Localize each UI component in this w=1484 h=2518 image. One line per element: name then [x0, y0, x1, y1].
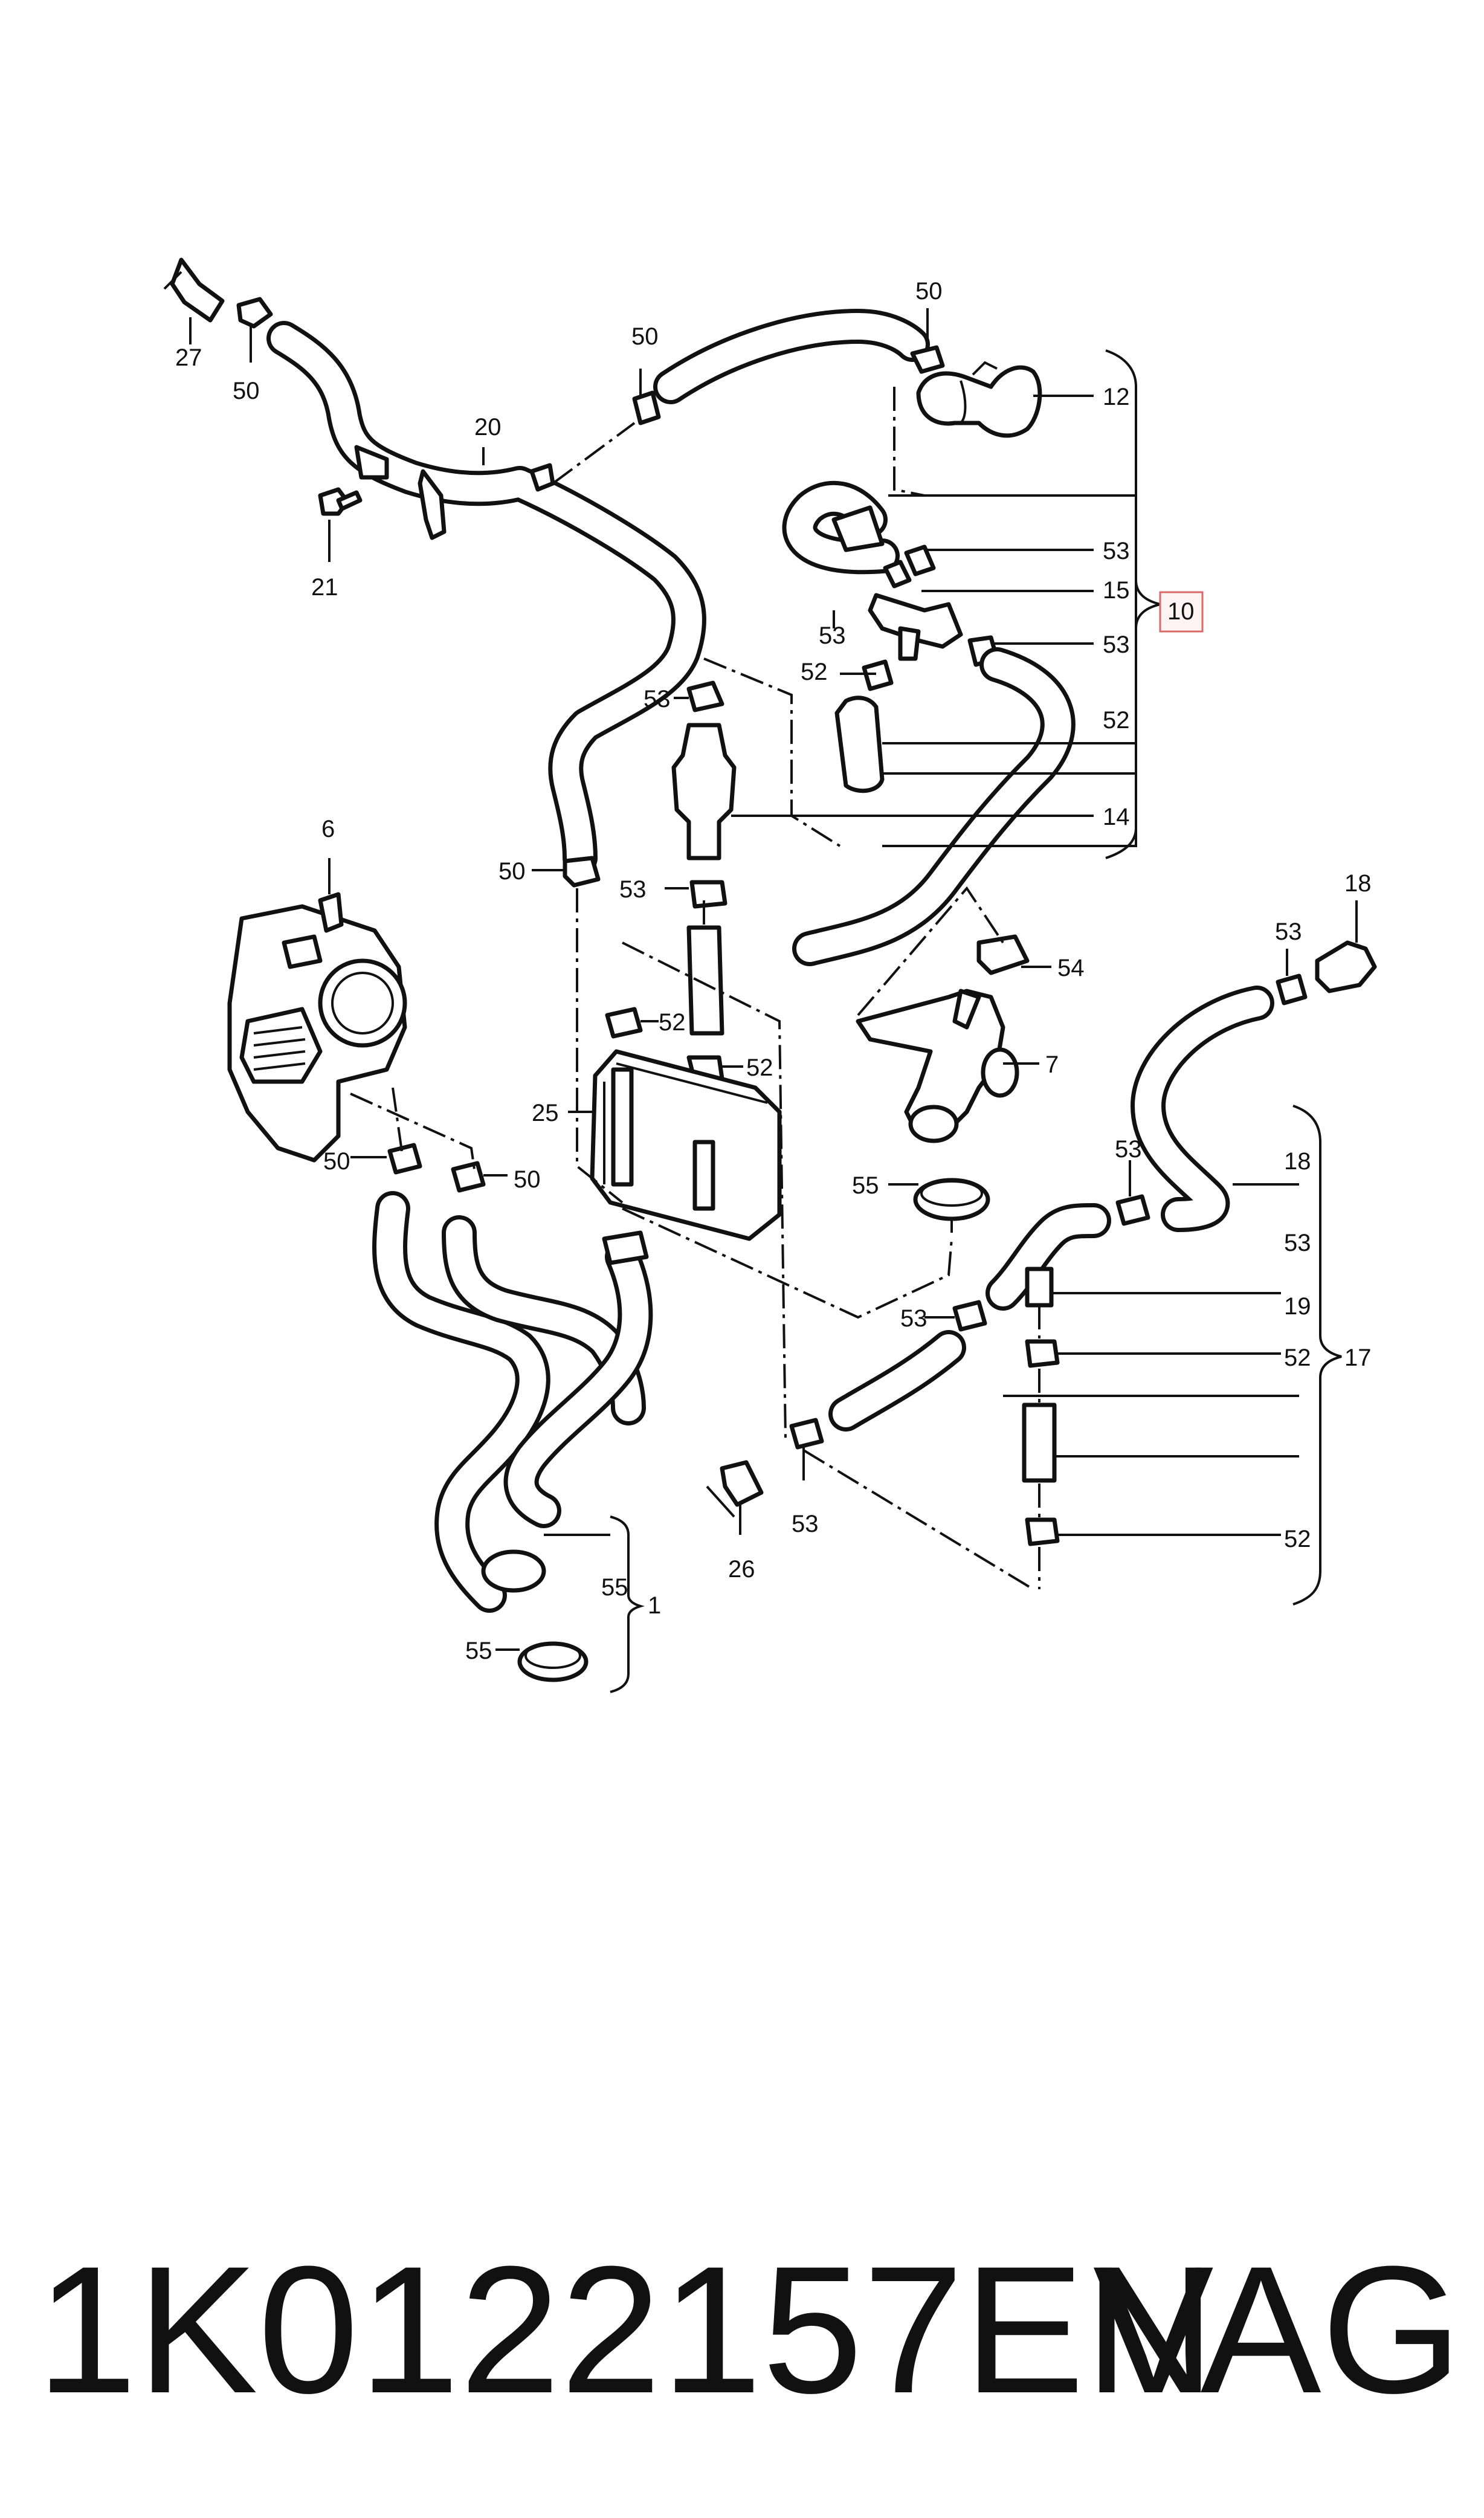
- callout-50: 50: [514, 1166, 541, 1193]
- callout-50: 50: [498, 858, 526, 885]
- callout-10-box: [1159, 591, 1204, 633]
- callout-53: 53: [900, 1305, 928, 1332]
- callout-53: 53: [792, 1511, 819, 1537]
- callout-17: 17: [1344, 1345, 1372, 1371]
- callout-26: 26: [728, 1556, 755, 1583]
- callout-27: 27: [175, 344, 202, 371]
- callout-50: 50: [915, 278, 943, 305]
- part-6-throttle-body: [227, 892, 407, 1163]
- part-21-bolt: [318, 487, 363, 516]
- callout-54: 54: [1057, 955, 1085, 981]
- part-52-right-clamps: [1022, 1339, 1060, 1546]
- callout-55: 55: [465, 1638, 492, 1664]
- callout-53: 53: [1103, 538, 1130, 564]
- part-7-flange: [856, 989, 1019, 1143]
- catalog-footer: 1K0122157EN VAG: [36, 2230, 1474, 2429]
- clamp-55-bottom: [517, 1641, 589, 1682]
- callout-53: 53: [1115, 1136, 1142, 1163]
- callout-52: 52: [1103, 707, 1130, 734]
- callout-52: 52: [746, 1054, 773, 1081]
- part-12-elbow: [916, 361, 1042, 438]
- part-52-small-hose: [834, 659, 894, 793]
- callout-53: 53: [819, 622, 846, 649]
- callout-6: 6: [321, 816, 335, 842]
- part-54-clamp: [976, 934, 1030, 975]
- part-number: 1K0122157EN: [36, 2228, 1216, 2431]
- part-15-tee-hose: [782, 480, 999, 667]
- callout-18: 18: [1344, 870, 1372, 897]
- part-26-bolt: [706, 1460, 764, 1518]
- callout-1: 1: [648, 1592, 661, 1619]
- callout-21: 21: [311, 574, 338, 601]
- callout-18: 18: [1284, 1148, 1311, 1175]
- callout-53: 53: [619, 876, 647, 903]
- callout-53: 53: [644, 686, 671, 712]
- callout-50: 50: [631, 323, 659, 350]
- clamp-50-top-left: [236, 297, 273, 329]
- callout-52: 52: [1284, 1345, 1311, 1371]
- part-18-hose-right: [1115, 940, 1377, 1232]
- callout-labels: 27 50 20 21 50 50 12 53 15 53 53 52 52 5…: [175, 278, 1372, 1664]
- callout-52: 52: [1284, 1526, 1311, 1552]
- callout-53: 53: [1103, 631, 1130, 658]
- upper-hose-to-12: [632, 309, 945, 425]
- clamp-50-pipe-lower: [563, 856, 601, 888]
- part-1-lower-hose: [372, 1191, 653, 1613]
- callout-10: 10: [1167, 598, 1195, 625]
- part-53-large-hose: [792, 647, 1076, 966]
- callout-53: 53: [1275, 918, 1302, 945]
- callout-14: 14: [1103, 804, 1130, 830]
- callout-12: 12: [1103, 384, 1130, 410]
- clamp-53-bottom-center: [789, 1418, 824, 1450]
- part-19-tee: [828, 1203, 1111, 1432]
- callout-55: 55: [852, 1172, 879, 1199]
- part-27-hose-end: [163, 257, 225, 323]
- part-20-coolant-pipe: [266, 321, 706, 876]
- callout-52: 52: [659, 1009, 686, 1036]
- dash-dot-lines: [350, 387, 1040, 1590]
- callout-7: 7: [1045, 1051, 1059, 1078]
- clamp-55-right: [913, 1178, 990, 1221]
- callout-50: 50: [323, 1148, 350, 1175]
- callout-15: 15: [1103, 577, 1130, 604]
- brand-name: VAG: [1092, 2228, 1462, 2431]
- callout-55: 55: [601, 1574, 628, 1601]
- callout-50: 50: [233, 378, 260, 404]
- clamp-50-left-pair: [387, 1143, 486, 1193]
- callout-25: 25: [532, 1100, 559, 1126]
- callout-19: 19: [1284, 1293, 1311, 1320]
- callout-20: 20: [474, 414, 502, 441]
- callout-53: 53: [1284, 1230, 1311, 1256]
- callout-52: 52: [801, 659, 828, 685]
- part-25-oil-cooler: [590, 1049, 782, 1241]
